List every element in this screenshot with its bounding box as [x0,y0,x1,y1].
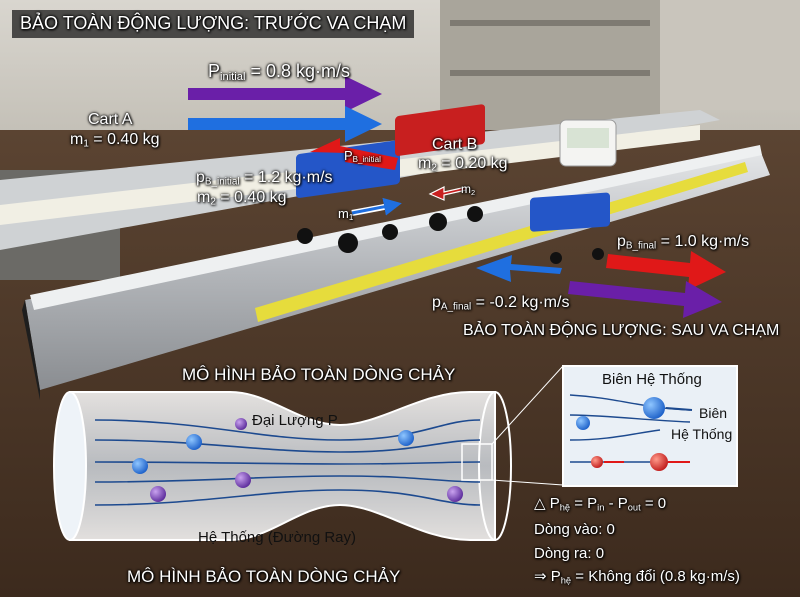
cart-a-mass: m1 = 0.40 kg [70,131,160,150]
title-before-collision: BẢO TOÀN ĐỘNG LƯỢNG: TRƯỚC VA CHẠM [12,10,415,38]
cart-a-mass-sticker: m1 [338,206,354,222]
cart-a-arrow [188,106,382,142]
flow-model-caption: MÔ HÌNH BẢO TOÀN DÒNG CHẢY [127,567,401,586]
m2-left-label: m2 = 0.40 kg [197,189,287,208]
inset-boundary-label-2: Hệ Thống [671,426,733,442]
p-initial-label: Pinitial = 0.8 kg·m/s [208,61,350,83]
pb-initial-value: pB_initial = 1.2 kg·m/s [196,169,333,188]
cart-a-name: Cart A [88,111,133,128]
inflow-text: Dòng vào: 0 [534,521,615,538]
pb-final-label: pB_final = 1.0 kg·m/s [617,233,750,252]
quantity-p-label: Đại Lượng P [252,412,338,429]
outflow-text: Dòng ra: 0 [534,545,605,562]
pa-final-label: pA_final = -0.2 kg·m/s [432,294,570,313]
cart-b-mass: m2 = 0.20 kg [418,155,508,174]
conservation-equation: △ Phệ = Pin - Pout = 0 [534,495,667,513]
p-initial-arrow [188,76,382,112]
title-after-collision: BẢO TOÀN ĐỘNG LƯỢNG: SAU VA CHẠM [463,322,780,339]
cart-b-mass-sticker: m2 [461,182,476,197]
inset-boundary-label-1: Biên [699,405,728,421]
system-track-label: Hệ Thống (Đường Ray) [198,529,356,546]
inset-title: Biên Hệ Thống [602,371,702,388]
flow-model-title: MÔ HÌNH BẢO TOÀN DÒNG CHẢY [182,365,456,384]
cart-b-name: Cart B [432,136,478,153]
result-equation: ⇒ Phệ = Không đổi (0.8 kg·m/s) [534,568,740,586]
pb-initial-arrow-label: PB_initial [344,148,381,164]
